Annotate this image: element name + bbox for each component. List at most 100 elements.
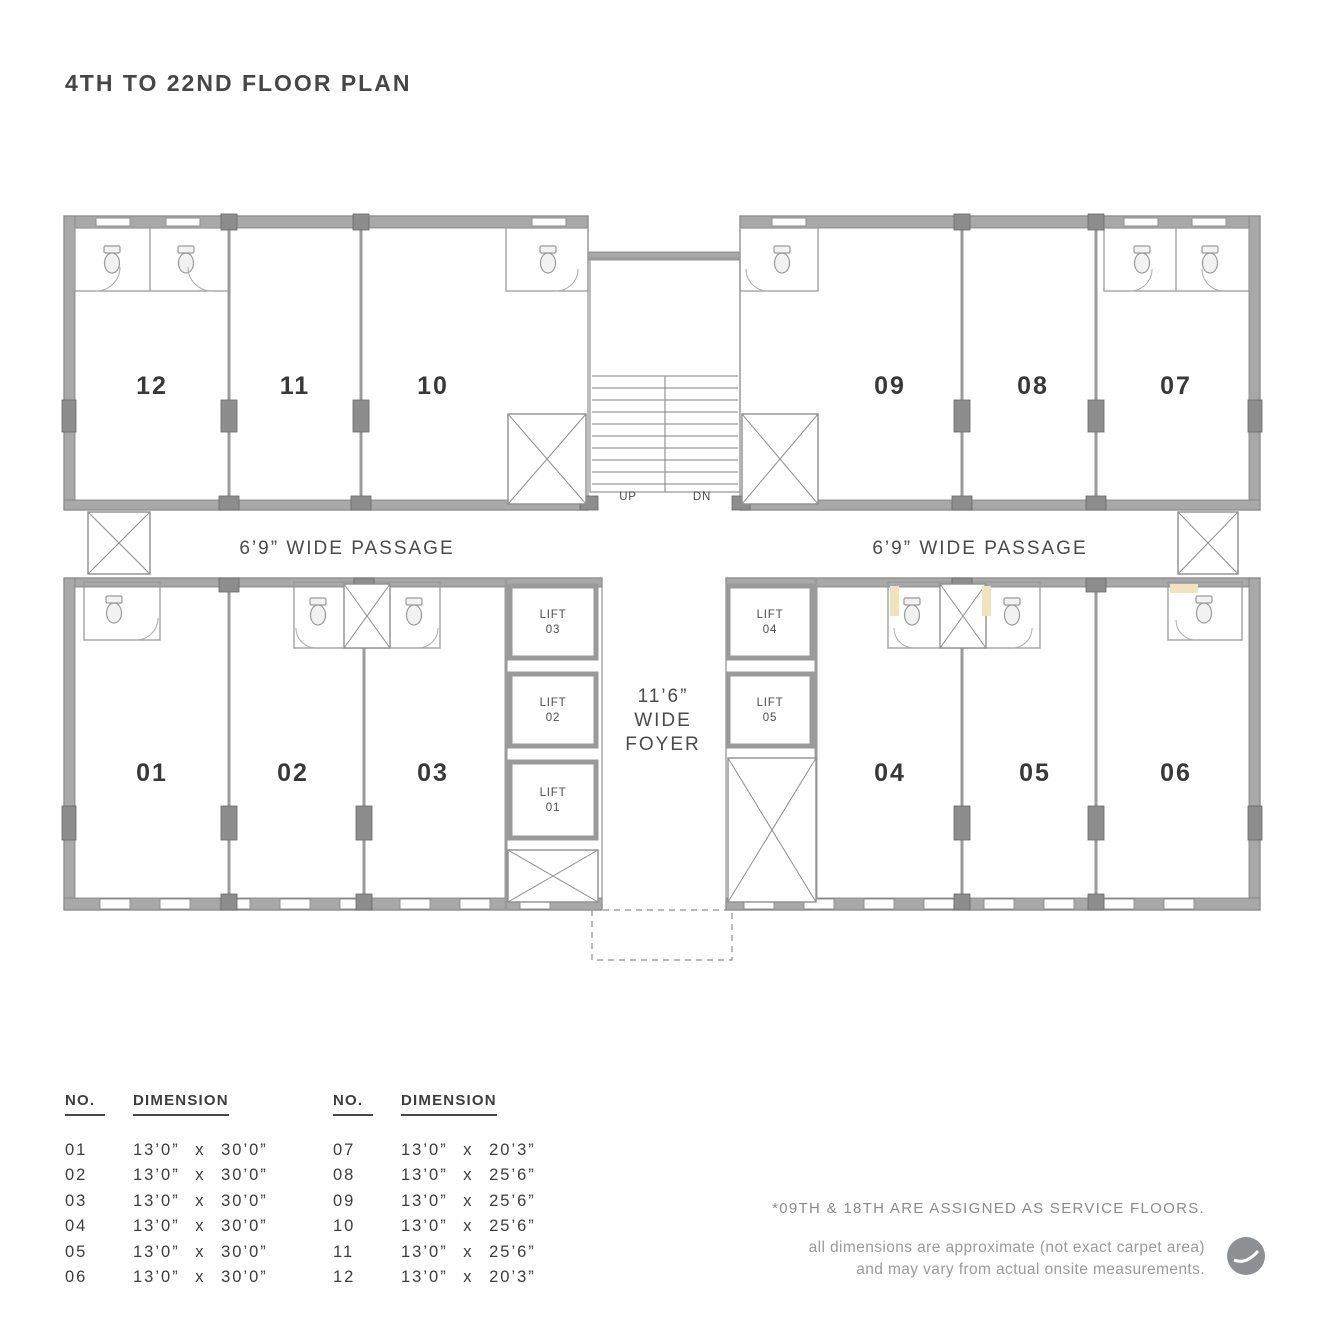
bath-accent <box>1170 584 1198 593</box>
unit-number-01: 01 <box>136 759 168 787</box>
lift-number: 05 <box>763 712 777 724</box>
floor-plan-drawing: UP DN LIFT 03 LIFT 02 LIFT 01 LIFT <box>61 213 1263 961</box>
foyer-label-line2: WIDE <box>634 710 692 731</box>
door-arc <box>135 617 159 641</box>
toilet-icon <box>103 245 121 274</box>
door-arc <box>1201 268 1225 292</box>
shaft-box <box>939 583 987 649</box>
lift-label: LIFT <box>757 697 784 709</box>
unit-number-12: 12 <box>136 372 168 400</box>
unit-dimension: 13’0” x 25’6” <box>401 1166 536 1185</box>
unit-number-02: 02 <box>277 759 309 787</box>
disclaimer-line-1: all dimensions are approximate (not exac… <box>808 1239 1205 1256</box>
lift-number: 01 <box>546 802 560 814</box>
toilet-icon <box>773 245 791 274</box>
lift-bank: LIFT 03 LIFT 02 LIFT 01 LIFT 04 LIFT <box>507 583 815 841</box>
door-arc <box>1011 627 1033 649</box>
lift-label: LIFT <box>540 697 567 709</box>
unit-number-10: 10 <box>417 372 449 400</box>
unit-dimension: 13’0” x 25’6” <box>401 1242 536 1261</box>
passage-label-left: 6’9” WIDE PASSAGE <box>239 538 454 559</box>
lift-label: LIFT <box>540 787 567 799</box>
shaft-box <box>343 583 391 649</box>
unit-no: 04 <box>65 1217 88 1236</box>
unit-dimension: 13’0” x 20’3” <box>401 1141 536 1159</box>
toilet-icon <box>539 245 557 274</box>
lift-cell: LIFT 01 <box>507 759 599 841</box>
unit-no: 12 <box>333 1268 356 1287</box>
plan-labels: 12 11 10 09 08 07 01 02 03 04 05 06 6’9”… <box>136 372 1190 787</box>
table-row: 05 13’0” x 30’0” <box>65 1240 268 1265</box>
shaft-box <box>741 413 819 505</box>
toilet-icon <box>1133 245 1151 274</box>
shaft-box <box>507 849 599 903</box>
lift-cell: LIFT 04 <box>725 583 815 661</box>
foyer-label-line3: FOYER <box>625 734 700 755</box>
door-arc <box>95 266 121 292</box>
col-header-dimension: DIMENSION <box>401 1092 497 1116</box>
unit-dimension: 13’0” x 25’6” <box>401 1217 536 1236</box>
shaft-box <box>87 511 151 575</box>
toilet-icon <box>177 245 195 274</box>
stairs-up-label: UP <box>619 491 637 503</box>
table-header: NO. DIMENSION <box>333 1092 536 1116</box>
unit-no: 09 <box>333 1191 356 1210</box>
toilet-icon <box>1003 597 1021 626</box>
door-arc <box>745 268 769 292</box>
unit-number-05: 05 <box>1019 759 1051 787</box>
bath-accent <box>982 586 991 616</box>
unit-dimension: 13’0” x 20’3” <box>401 1268 536 1287</box>
door-arc <box>417 627 439 649</box>
disclaimer-line-2: and may vary from actual onsite measurem… <box>856 1261 1205 1278</box>
table-row: 10 13’0” x 25’6” <box>333 1214 536 1239</box>
staircase: UP DN <box>589 257 741 503</box>
lift-label: LIFT <box>757 609 784 621</box>
unit-no: 05 <box>65 1242 88 1261</box>
lift-cell: LIFT 03 <box>507 583 599 661</box>
unit-number-11: 11 <box>280 372 310 400</box>
lift-number: 04 <box>763 624 777 636</box>
unit-dimension: 13’0” x 30’0” <box>133 1242 268 1261</box>
unit-no: 11 <box>333 1242 355 1261</box>
shaft-box <box>507 413 587 505</box>
unit-no: 01 <box>65 1141 88 1159</box>
unit-dimension: 13’0” x 25’6” <box>401 1191 536 1210</box>
unit-no: 10 <box>333 1217 356 1236</box>
door-arc <box>1175 619 1197 641</box>
service-floors-note: *09TH & 18TH ARE ASSIGNED AS SERVICE FLO… <box>772 1200 1205 1217</box>
foyer-label-line1: 11’6” <box>638 686 689 707</box>
logo-badge <box>1227 1237 1265 1275</box>
table-row: 12 13’0” x 20’3” <box>333 1265 536 1290</box>
table-header: NO. DIMENSION <box>65 1092 268 1116</box>
table-row: 09 13’0” x 25’6” <box>333 1189 536 1214</box>
page-title: 4TH TO 22ND FLOOR PLAN <box>65 70 412 96</box>
unit-number-08: 08 <box>1017 372 1049 400</box>
unit-number-09: 09 <box>874 372 906 400</box>
table-row: 11 13’0” x 25’6” <box>333 1240 536 1265</box>
bathroom-fixtures <box>95 245 1225 649</box>
door-arc <box>893 627 915 649</box>
lift-number: 03 <box>546 624 560 636</box>
logo-icon <box>1227 1237 1265 1275</box>
shaft-box <box>1177 511 1239 575</box>
col-header-dimension: DIMENSION <box>133 1092 229 1116</box>
lift-label: LIFT <box>540 609 567 621</box>
col-header-no: NO. <box>65 1092 105 1116</box>
unit-no: 06 <box>65 1268 88 1287</box>
door-arc <box>1129 268 1153 292</box>
passage-label-right: 6’9” WIDE PASSAGE <box>872 538 1087 559</box>
unit-dimension: 13’0” x 30’0” <box>133 1191 268 1210</box>
bath-accent <box>890 586 899 616</box>
lift-cell: LIFT 02 <box>507 671 599 749</box>
unit-dimension: 13’0” x 30’0” <box>133 1166 268 1185</box>
shaft-box <box>727 757 817 903</box>
lift-cell: LIFT 05 <box>725 671 815 749</box>
